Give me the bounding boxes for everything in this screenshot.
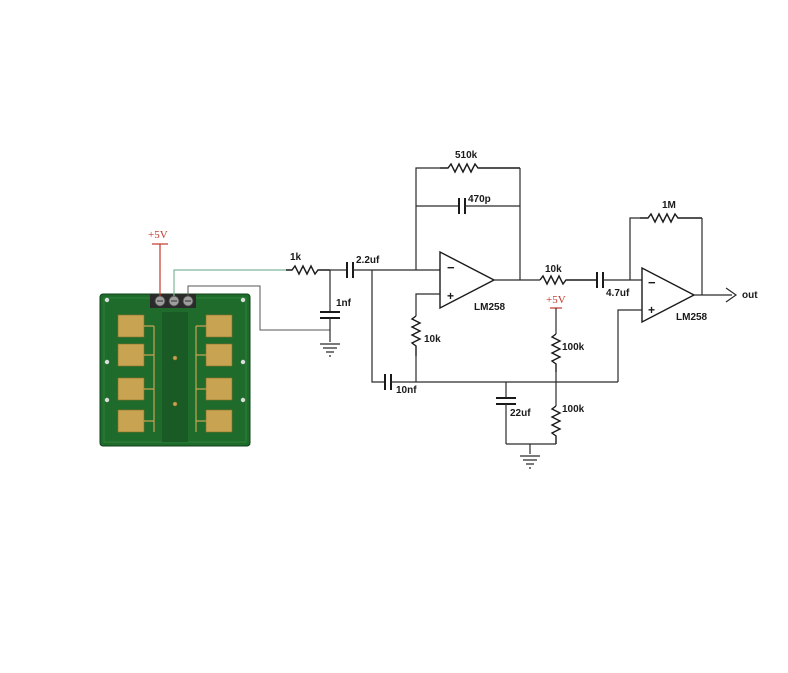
input-resistor: 1k	[286, 252, 330, 276]
opamp-2-label: LM258	[676, 312, 708, 323]
divider-resistor-bottom: 100k	[550, 404, 585, 444]
feedback-capacitor-1: 470p	[458, 194, 491, 214]
ground-symbol-2	[520, 455, 540, 469]
input-resistor-label: 1k	[290, 252, 302, 263]
coupling-capacitor-2: 4.7uf	[596, 272, 630, 299]
opamp-1: − + LM258	[439, 250, 506, 313]
ground-resistor-1-label: 10k	[424, 334, 441, 345]
decoupling-capacitor-label: 22uf	[510, 408, 531, 419]
radar-sensor-module	[99, 293, 251, 447]
svg-text:+: +	[447, 289, 454, 303]
filter-capacitor-label: 1nf	[336, 298, 352, 309]
svg-text:+: +	[648, 303, 655, 317]
feedback-resistor-1-label: 510k	[455, 150, 478, 161]
feedback-resistor-2-label: 1M	[662, 200, 676, 211]
svg-text:−: −	[648, 275, 656, 290]
terminal-block	[150, 294, 196, 308]
opamp-2: − + LM258	[641, 266, 708, 324]
bias-capacitor-label: 10nf	[396, 385, 417, 396]
vcc-label: +5V	[148, 229, 168, 241]
ground-symbol-1	[320, 343, 340, 357]
opamp-1-label: LM258	[474, 302, 506, 313]
feedback-capacitor-1-label: 470p	[468, 194, 491, 205]
feedback-resistor-2: 1M	[640, 200, 702, 224]
coupling-capacitor-2-label: 4.7uf	[606, 288, 630, 299]
svg-text:−: −	[447, 260, 455, 275]
output-arrow: out	[725, 287, 758, 303]
divider-resistor-bottom-label: 100k	[562, 404, 585, 415]
sensor-ground-wire	[187, 285, 330, 331]
filter-capacitor: 1nf	[320, 270, 352, 342]
divider-supply: +5V	[546, 294, 566, 334]
divider-resistor-top: 100k	[550, 333, 585, 372]
divider-resistor-top-label: 100k	[562, 342, 585, 353]
feedback-resistor-1: 510k	[440, 150, 520, 174]
interstage-resistor-label: 10k	[545, 264, 562, 275]
output-label: out	[742, 290, 758, 301]
antenna-patch-array-right	[195, 314, 233, 433]
module-supply: +5V	[148, 229, 168, 296]
antenna-patch-array-left	[117, 314, 155, 433]
sensor-signal-wire	[173, 269, 286, 296]
coupling-capacitor-1: 2.2uf	[346, 255, 380, 278]
interstage-resistor: 10k	[539, 264, 596, 286]
bias-capacitor: 10nf	[384, 374, 417, 396]
decoupling-capacitor: 22uf	[496, 382, 531, 444]
coupling-capacitor-1-label: 2.2uf	[356, 255, 380, 266]
vcc-mid-label: +5V	[546, 294, 566, 306]
ground-resistor-1: 10k	[410, 315, 441, 356]
